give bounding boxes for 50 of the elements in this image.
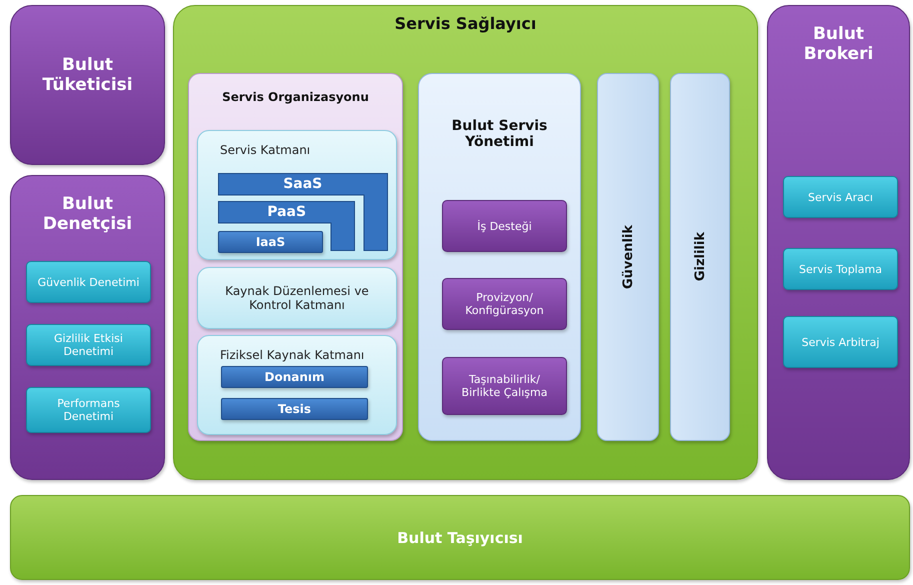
box-label: Kaynak Düzenlemesi ve Kontrol Katmanı [224, 284, 370, 312]
panel-heading: Servis Sağlayıcı [394, 14, 538, 33]
carrier-bar [10, 495, 910, 580]
audit-button [26, 261, 151, 303]
box-label: Tesis [278, 402, 312, 416]
box-label: Servis Arbitraj [802, 336, 880, 348]
service-model-bar [218, 231, 323, 253]
audit-button [26, 324, 151, 366]
function-button [442, 278, 567, 330]
auditor-panel [10, 175, 165, 480]
layer-panel [197, 335, 397, 435]
panel-heading: Bulut Servis Yönetimi [450, 118, 548, 150]
broker-button [783, 316, 898, 368]
broker-button [783, 248, 898, 290]
box-label: Performans Denetimi [56, 397, 121, 423]
vertical-column [597, 73, 659, 441]
audit-button [26, 387, 151, 433]
box-label: Güvenlik Denetimi [38, 276, 140, 288]
column-label: Gizlilik [692, 232, 708, 282]
box-label: Provizyon/ Konfigürasyon [464, 291, 545, 317]
box-label: Taşınabilirlik/ Birlikte Çalışma [460, 373, 548, 399]
panel-heading: Fiziksel Kaynak Katmanı [220, 348, 366, 362]
box-label: Servis Toplama [799, 262, 882, 276]
broker-button [783, 176, 898, 218]
broker-panel [767, 5, 910, 480]
service-model-label: PaaS [267, 203, 306, 222]
vertical-column [670, 73, 730, 441]
layer-panel [197, 130, 397, 260]
management-panel [418, 73, 581, 441]
box-label: IaaS [256, 235, 286, 249]
resource-bar [221, 366, 368, 388]
box-label: Gizlilik Etkisi Denetimi [53, 332, 124, 358]
box-label: Bulut Taşıyıcısı [397, 528, 523, 546]
service-model-label: SaaS [283, 175, 322, 194]
provider-panel [173, 5, 758, 480]
panel-heading: Bulut Brokeri [802, 24, 874, 64]
layer-panel [197, 267, 397, 329]
box-label: Donanım [264, 370, 324, 384]
panel-heading: Bulut Denetçisi [42, 194, 134, 234]
panel-heading: Bulut Tüketicisi [41, 55, 134, 95]
panel-heading: Servis Organizasyonu [221, 90, 370, 104]
resource-bar [221, 398, 368, 420]
box-label: Servis Aracı [808, 190, 873, 204]
box-label: İş Desteği [477, 220, 532, 232]
panel-heading: Servis Katmanı [220, 143, 312, 157]
column-label: Güvenlik [620, 224, 636, 290]
consumer-panel [10, 5, 165, 165]
function-button [442, 357, 567, 415]
organization-panel [188, 73, 403, 441]
function-button [442, 200, 567, 252]
